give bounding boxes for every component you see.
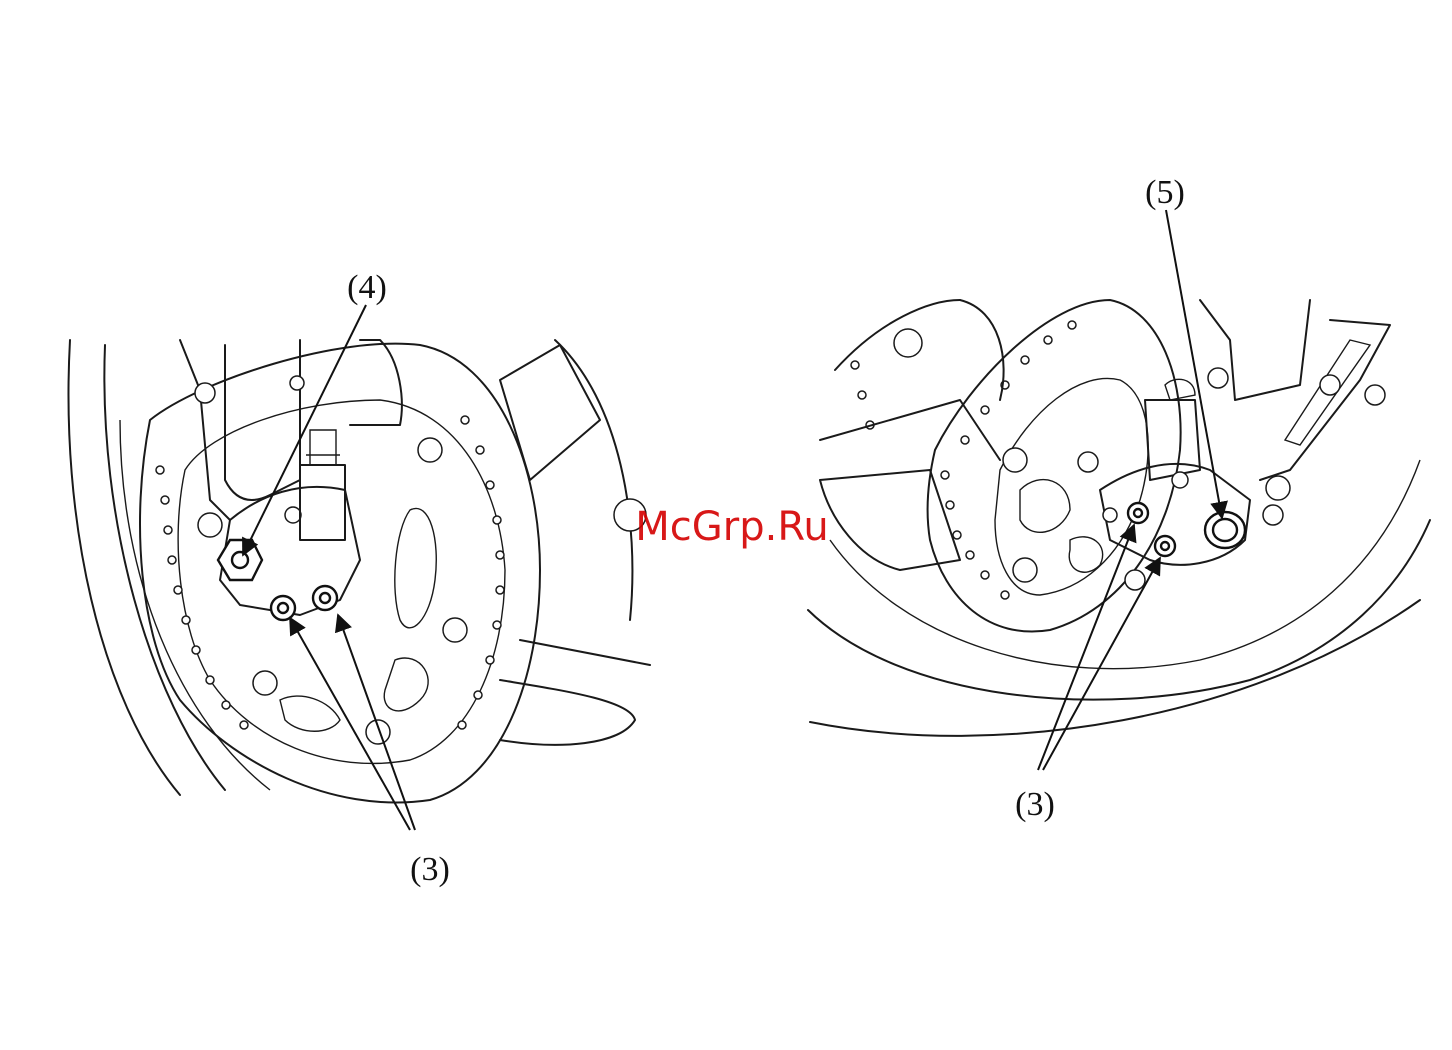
right-brake-disc	[851, 300, 1181, 632]
left-wheel-spoke	[500, 345, 600, 480]
right-brake-view: (5) (3)	[808, 174, 1430, 823]
callout-label-4: (4)	[347, 269, 387, 306]
watermark: McGrp.Ru	[635, 504, 828, 550]
left-wheel-lower	[520, 640, 650, 665]
right-fork-arc	[960, 300, 1004, 400]
left-axle-bolt	[218, 540, 262, 580]
callout-label-3-right: (3)	[1015, 786, 1055, 823]
right-wheel-spoke-upper	[820, 400, 1000, 460]
left-brake-view: (4) (3)	[68, 269, 650, 888]
left-fork-upper	[350, 340, 402, 425]
left-brake-disc	[140, 344, 540, 803]
left-fork-bracket	[180, 340, 230, 520]
right-caliper-bolts	[1128, 503, 1175, 556]
leader-3a-right	[1038, 525, 1134, 770]
left-fender	[500, 680, 635, 745]
right-axle-cap	[1205, 512, 1245, 548]
left-tire-outer	[68, 340, 180, 795]
left-caliper-bolts	[271, 586, 337, 620]
left-wheel-rim	[555, 340, 632, 620]
right-tire-rim	[830, 460, 1420, 669]
callout-label-3-left: (3)	[410, 851, 450, 888]
right-tire-inner	[808, 520, 1430, 700]
left-disc-holes	[156, 416, 504, 729]
leader-4	[243, 305, 366, 555]
right-disc-holes	[851, 321, 1076, 599]
callout-label-5: (5)	[1145, 174, 1185, 211]
